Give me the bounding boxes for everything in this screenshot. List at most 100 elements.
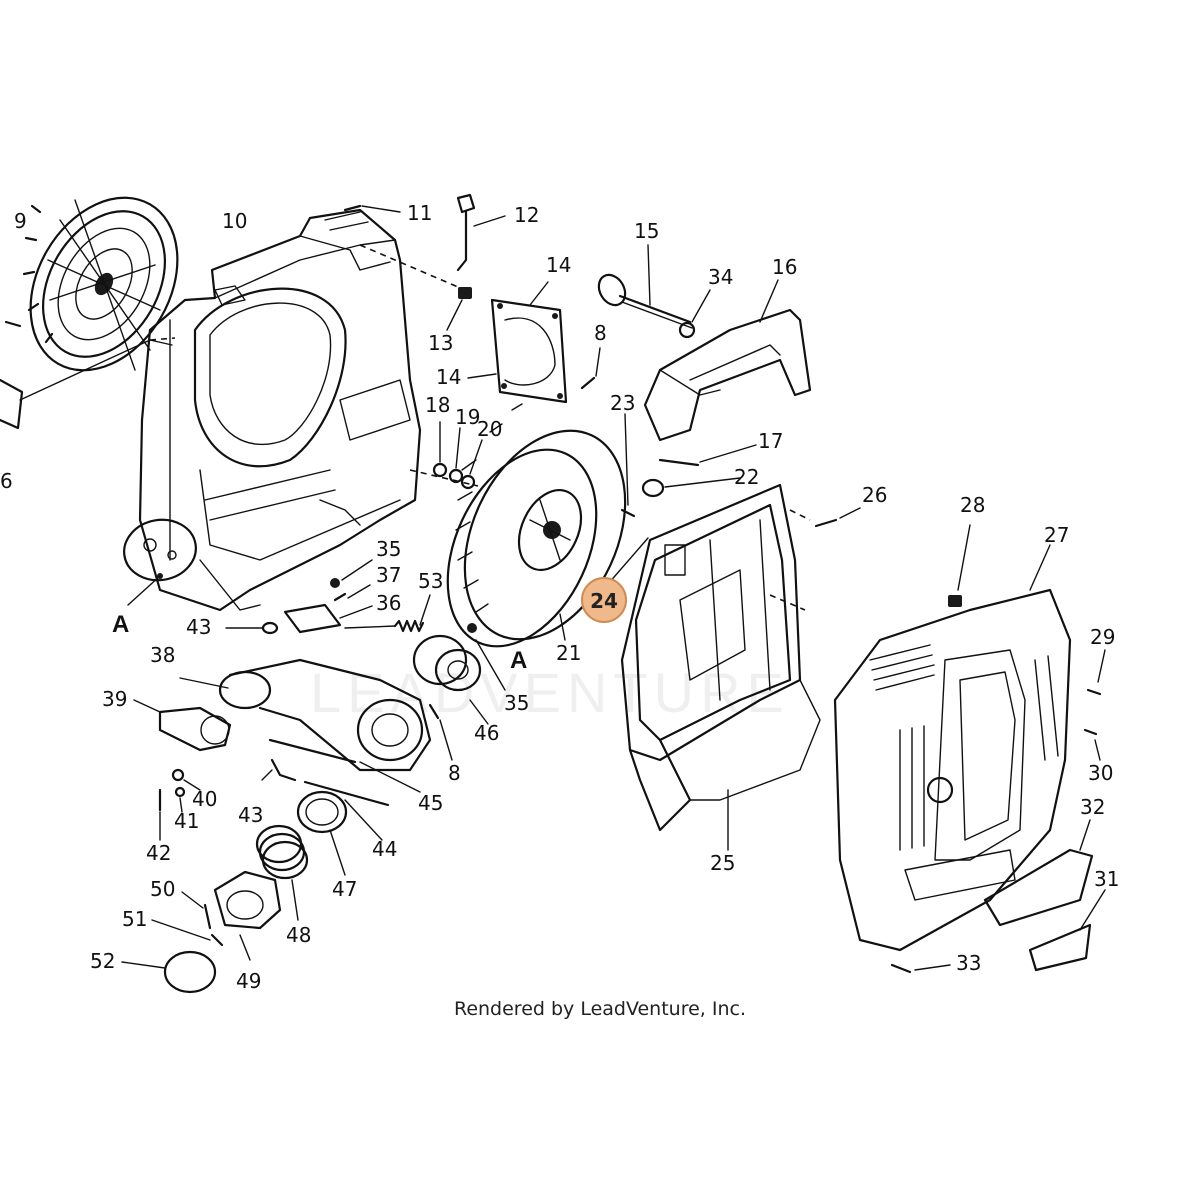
part-49-knob [213, 870, 282, 930]
label-44: 44 [372, 837, 397, 861]
section-label-a-right: A [510, 647, 527, 674]
part-14-gasket [490, 298, 568, 404]
footer-credit: Rendered by LeadVenture, Inc. [453, 998, 747, 1020]
section-label-a-left: A [112, 611, 129, 638]
part-29-pin [1086, 688, 1102, 696]
part-38-39-link [218, 658, 432, 772]
label-43a: 43 [186, 615, 211, 639]
part-30-pin [1083, 728, 1098, 736]
part-a-plate [123, 518, 197, 582]
label-48: 48 [286, 923, 311, 947]
label-40: 40 [192, 787, 217, 811]
part-22-grommet [641, 478, 665, 498]
label-14a: 14 [546, 253, 571, 277]
label-16: 16 [772, 255, 797, 279]
label-46: 46 [474, 721, 499, 745]
part-45-rod [268, 738, 357, 764]
part-20-washer [460, 474, 476, 490]
label-10: 10 [222, 209, 247, 233]
part-32-panel [983, 848, 1094, 927]
label-39: 39 [102, 687, 127, 711]
part-25-fan-housing [620, 483, 821, 832]
part-40-washer [171, 768, 185, 782]
part-28-nut [948, 595, 962, 607]
label-15: 15 [634, 219, 659, 243]
label-20: 20 [477, 417, 502, 441]
label-35b: 35 [504, 691, 529, 715]
part-21-fan-wheel [446, 403, 627, 648]
label-9: 9 [14, 209, 27, 233]
part-27-front-cover [833, 588, 1072, 952]
label-25: 25 [710, 851, 735, 875]
screw-left [4, 320, 22, 328]
label-49: 49 [236, 969, 261, 993]
label-23: 23 [610, 391, 635, 415]
part-8-screw-b [428, 703, 440, 720]
part-35-nut-b [467, 623, 477, 633]
label-8a: 8 [594, 321, 607, 345]
part-43-clip [270, 758, 297, 782]
part-34-washer [678, 321, 696, 339]
hotspot-label[interactable]: 24 [590, 589, 618, 613]
label-14b: 14 [436, 365, 461, 389]
part-26-screw [814, 518, 838, 528]
label-50: 50 [150, 877, 175, 901]
label-34: 34 [708, 265, 733, 289]
part-47-ring [296, 790, 348, 834]
label-51: 51 [122, 907, 147, 931]
label-18: 18 [425, 393, 450, 417]
label-43b: 43 [238, 803, 263, 827]
part-46-cylinder [412, 634, 482, 692]
label-35a: 35 [376, 537, 401, 561]
label-41: 41 [174, 809, 199, 833]
part-13-nut [458, 287, 472, 299]
part-37-screw [333, 592, 347, 602]
label-30: 30 [1088, 761, 1113, 785]
part-17-pin [658, 458, 700, 467]
label-28: 28 [960, 493, 985, 517]
label-13: 13 [428, 331, 453, 355]
part-18-washer [432, 462, 448, 478]
part-12-rod [456, 193, 476, 272]
label-6: 6 [0, 469, 13, 493]
label-31: 31 [1094, 867, 1119, 891]
label-45: 45 [418, 791, 443, 815]
part-9-fan-cover [22, 196, 179, 372]
part-19-washer [448, 468, 464, 484]
part-44-cable [303, 780, 390, 807]
label-37: 37 [376, 563, 401, 587]
part-53-spring [344, 619, 425, 633]
part-33-screw [890, 963, 912, 974]
label-17: 17 [758, 429, 783, 453]
label-21: 21 [556, 641, 581, 665]
part-8-screw-a [580, 376, 596, 390]
part-48-spring [255, 824, 309, 880]
label-27: 27 [1044, 523, 1069, 547]
hotspot-circle[interactable] [581, 577, 627, 623]
part-43-nut [261, 621, 279, 635]
label-36: 36 [376, 591, 401, 615]
label-8b: 8 [448, 761, 461, 785]
label-38: 38 [150, 643, 175, 667]
part-31-panel [1028, 923, 1092, 972]
part-41-washer [174, 786, 186, 798]
label-29: 29 [1090, 625, 1115, 649]
part-50-pin [203, 903, 212, 930]
label-47: 47 [332, 877, 357, 901]
part-15-bolt [597, 273, 693, 329]
part-10-engine-shroud [138, 208, 422, 612]
label-26: 26 [862, 483, 887, 507]
part-23-screw [620, 508, 636, 518]
label-12: 12 [514, 203, 539, 227]
part-6-bracket [0, 378, 24, 430]
part-36-plate [283, 603, 342, 634]
label-19: 19 [455, 405, 480, 429]
part-16-handle [643, 308, 812, 442]
label-32: 32 [1080, 795, 1105, 819]
label-52: 52 [90, 949, 115, 973]
part-51-pin [210, 933, 224, 947]
hotspot-part-24[interactable]: 24 [581, 577, 627, 623]
part-39-grip [158, 706, 232, 752]
part-number-labels: 9 10 11 12 13 14 14 8 15 34 16 18 19 20 … [0, 201, 1119, 993]
